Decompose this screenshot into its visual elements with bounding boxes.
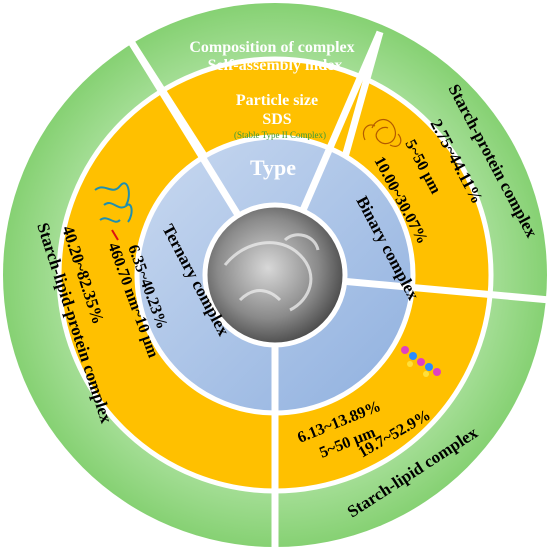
middle-header-line1: Particle size bbox=[236, 92, 318, 109]
header-band-lines bbox=[127, 31, 384, 159]
inner-header: Type bbox=[250, 155, 296, 180]
sem-texture bbox=[223, 233, 320, 312]
ternary-molecule-icon bbox=[94, 182, 133, 241]
middle-header-note: (Stable Type II Complex) bbox=[234, 130, 326, 140]
center-sem-image bbox=[202, 202, 348, 348]
outer-header-line1: Composition of complex bbox=[189, 39, 354, 56]
outer-header-line2: Self-assembly index bbox=[208, 57, 343, 74]
protein-molecule-icon bbox=[362, 119, 402, 147]
middle-header-line2: SDS bbox=[262, 111, 291, 128]
lipid-molecule-icon bbox=[401, 346, 441, 377]
